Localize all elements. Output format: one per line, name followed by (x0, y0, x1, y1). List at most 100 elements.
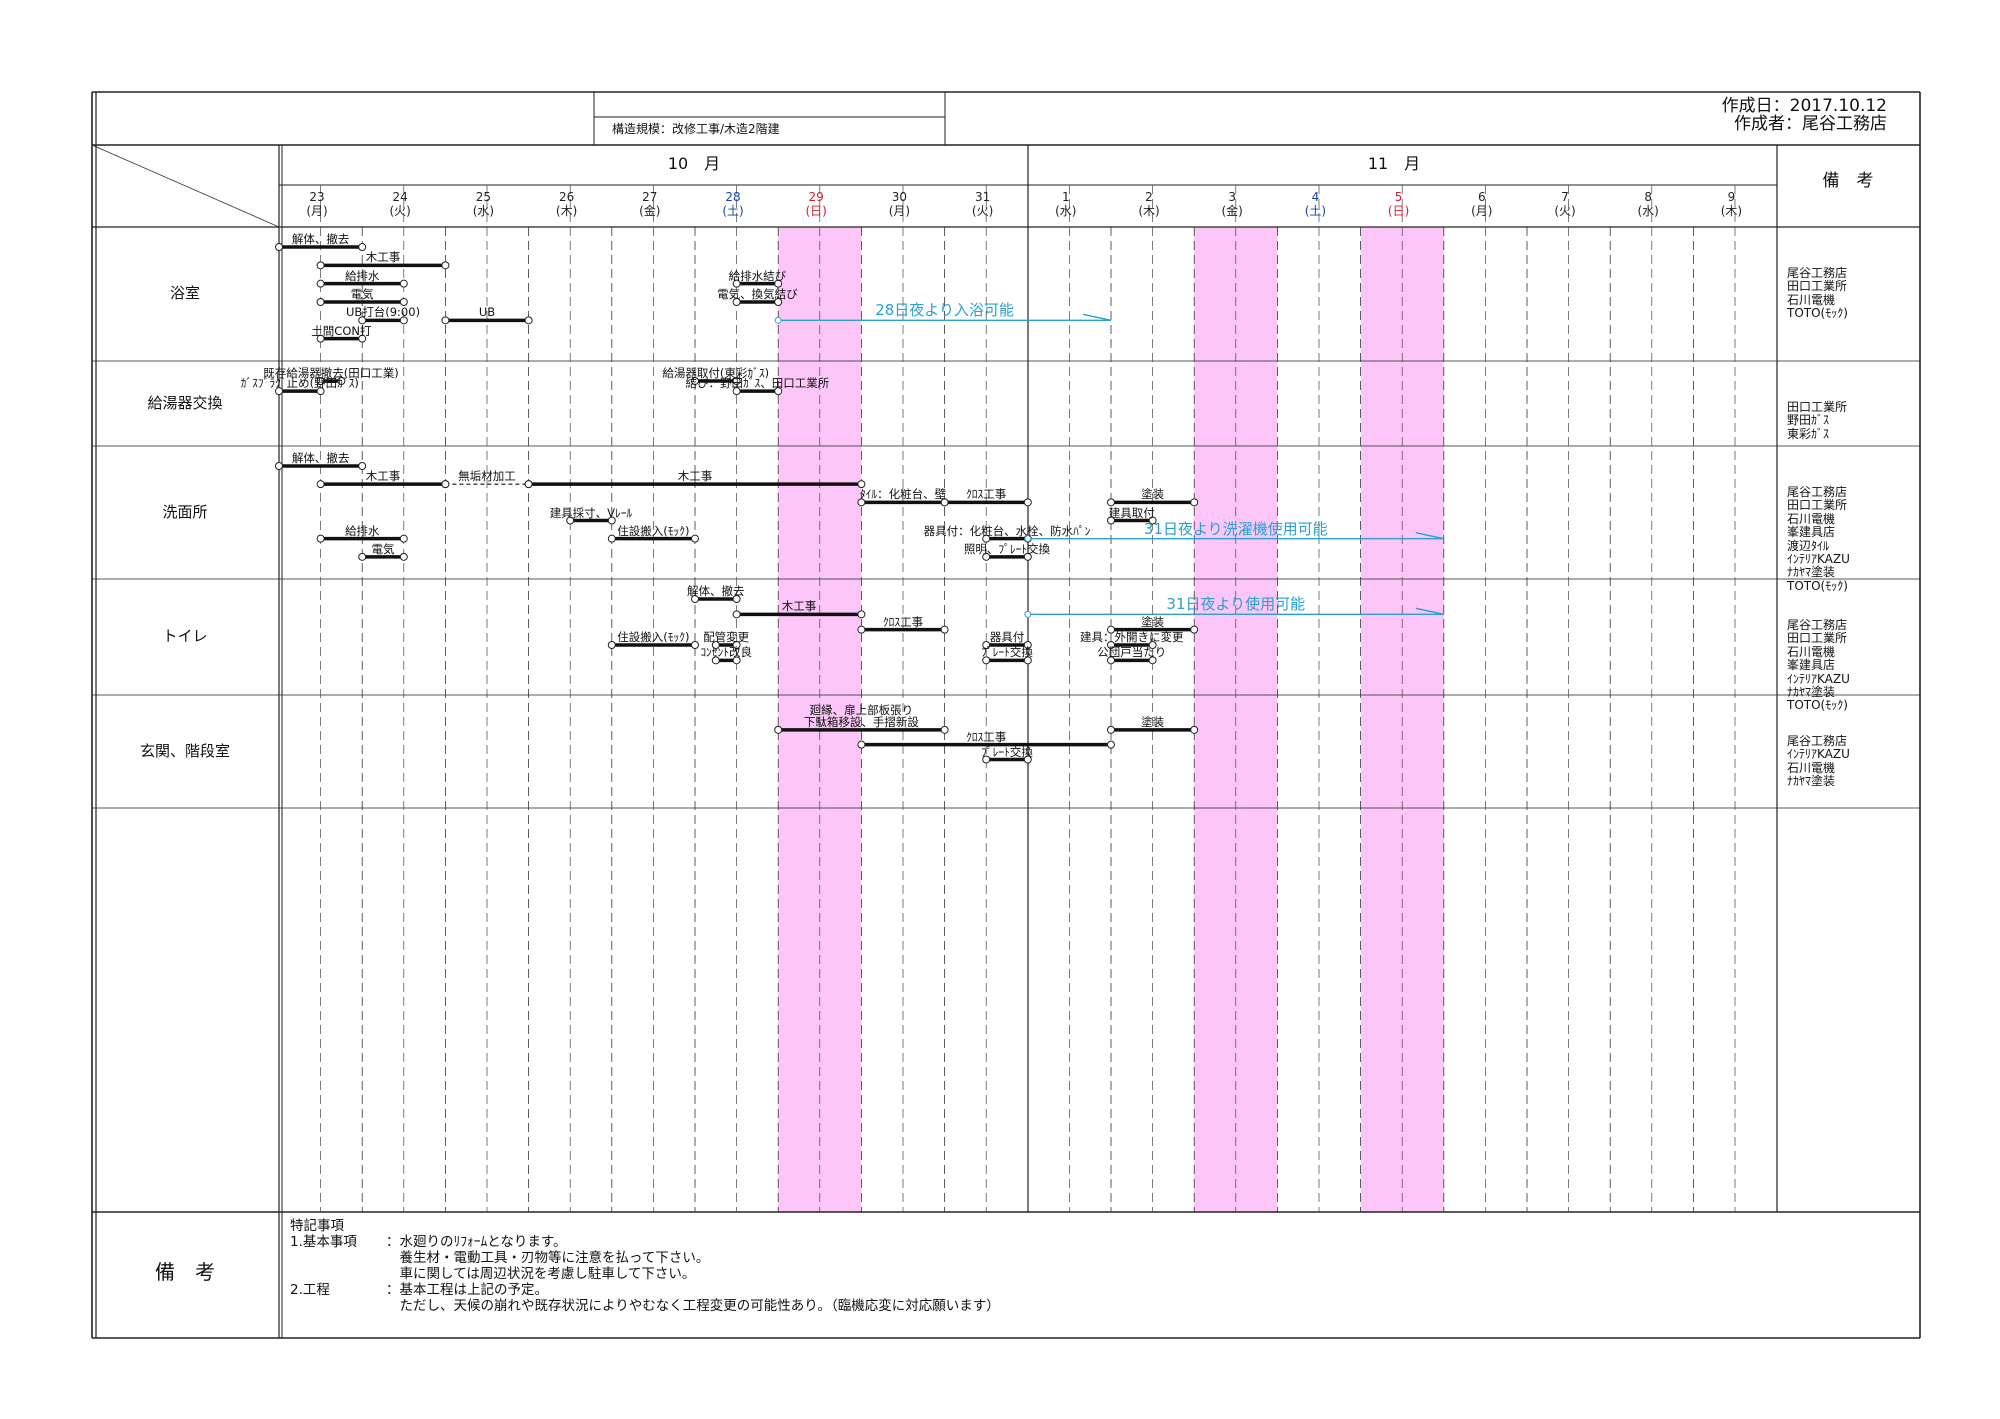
day-number: 25 (475, 190, 492, 204)
contractor-name: 尾谷工務店 (1787, 485, 1848, 499)
task-node (1023, 498, 1032, 507)
task-node (732, 641, 741, 649)
task-node (1023, 641, 1032, 649)
day-number: 27 (642, 190, 658, 204)
task-node (358, 334, 367, 343)
contractor-name: 石川電機 (1787, 644, 1836, 659)
contractor-name: 石川電機 (1787, 511, 1836, 526)
row-label: 玄関、階段室 (139, 741, 231, 760)
row-label: 洗面所 (162, 502, 208, 521)
task-node (441, 480, 450, 489)
task-label: ｶﾞｽﾌﾞﾗｸﾞ止め(野田ｶﾞｽ) (240, 376, 359, 391)
contractor-name: 野田ｶﾞｽ (1787, 413, 1830, 428)
day-number: 7 (1561, 190, 1569, 204)
task-node (982, 552, 991, 561)
task-label: 木工事 (365, 469, 401, 484)
contractor-name: 尾谷工務店 (1787, 734, 1848, 748)
day-number: 9 (1727, 190, 1736, 204)
milestone-start (774, 316, 782, 324)
task-node (691, 534, 699, 543)
task-node (566, 516, 575, 525)
contractor-name: ｲﾝﾃﾘｱKAZU (1787, 552, 1850, 566)
milestone-start (1024, 535, 1032, 543)
task-node (940, 725, 949, 734)
task-node (607, 534, 616, 543)
day-number: 28 (725, 190, 741, 204)
task-node (358, 552, 367, 561)
day-number: 8 (1644, 190, 1653, 204)
month-label-nov: 11 月 (1367, 154, 1421, 173)
task-node (1107, 516, 1115, 525)
contractor-name: 東彩ｶﾞｽ (1787, 426, 1830, 441)
task-node (275, 243, 283, 251)
task-label: 塗装 (1141, 487, 1165, 502)
task-label: 建具採寸、Vﾚｰﾙ (549, 505, 633, 520)
day-number: 6 (1477, 190, 1486, 204)
task-node (711, 656, 720, 665)
task-node (1107, 725, 1115, 734)
day-weekday: (水) (1055, 204, 1077, 218)
task-label: 無垢材加工 (458, 469, 516, 484)
task-node (275, 462, 283, 470)
notes-heading: 特記事項 (290, 1218, 344, 1234)
task-label: ﾌﾟﾚｰﾄ交換 (981, 645, 1033, 660)
task-node (691, 377, 699, 385)
task-node (732, 610, 741, 619)
contractor-name: ﾅｶﾔﾏ塗装 (1787, 565, 1836, 580)
task-label: 配管変更 (703, 630, 750, 644)
task-label: 器具付：化粧台、水栓、防水ﾊﾟﾝ (923, 523, 1091, 538)
contractor-name: 渡辺ﾀｲﾙ (1787, 538, 1830, 553)
created-by: 作成者：尾谷工務店 (1734, 114, 1887, 134)
header-diagonal (91, 144, 280, 228)
notes-title: 備 考 (155, 1260, 215, 1284)
task-label: ｸﾛｽ工事 (966, 487, 1007, 502)
day-number: 3 (1228, 190, 1237, 204)
task-node (358, 243, 367, 251)
day-number: 5 (1394, 190, 1403, 204)
day-weekday: (火) (1554, 204, 1576, 218)
task-label: 解体、撤去 (291, 232, 350, 246)
day-weekday: (土) (1304, 204, 1327, 218)
task-node (857, 625, 866, 634)
notes-line: 車に関しては周辺状況を考慮し駐車して下さい。 (386, 1266, 696, 1282)
day-weekday: (金) (1221, 204, 1243, 218)
task-label: 既存給湯器撤去(田口工業) (263, 366, 399, 380)
task-node (940, 625, 949, 634)
task-node (524, 316, 533, 325)
task-label: UB打台(9:00) (345, 305, 421, 320)
task-node (711, 641, 720, 649)
task-label: 給湯器取付(東彩ｶﾞｽ) (662, 366, 770, 380)
notes-line: ただし、天候の崩れや既存状況によりやむなく工程変更の可能性あり。（臨機応変に対応… (386, 1298, 1000, 1314)
task-node (1023, 656, 1032, 665)
task-label: 給排水 (344, 268, 380, 283)
task-node (982, 534, 991, 543)
contractor-name: 峯建具店 (1787, 525, 1836, 540)
row-label: 浴室 (169, 284, 201, 302)
milestone-label: 31日夜より洗濯機使用可能 (1143, 519, 1328, 538)
task-node (940, 498, 949, 507)
task-node (691, 595, 699, 603)
task-label: 住設搬入(ﾓｯｸ) (617, 630, 690, 644)
notes-line: 養生材・電動工具・刃物等に注意を払って下さい。 (386, 1250, 710, 1266)
task-label: ｺﾝｾﾝﾄ改良 (700, 645, 753, 660)
task-node (524, 480, 533, 489)
task-label: 塗装 (1141, 614, 1165, 629)
task-node (732, 595, 741, 603)
day-number: 29 (808, 190, 824, 204)
task-node (982, 656, 991, 665)
task-node (732, 656, 741, 665)
contractor-name: 峯建具店 (1787, 658, 1836, 673)
notes-item-label: 1.基本事項 (290, 1234, 357, 1250)
contractor-name: TOTO(ﾓｯｸ) (1787, 306, 1848, 321)
day-number: 23 (309, 190, 325, 204)
milestone-arrow-head (1415, 607, 1444, 616)
task-node (316, 377, 325, 385)
task-node (1148, 656, 1157, 665)
task-label: 給排水結び (728, 268, 787, 283)
task-node (1107, 498, 1115, 507)
task-node (1148, 516, 1157, 525)
task-node (316, 279, 325, 288)
day-number: 24 (392, 190, 408, 204)
task-label: 電気 (371, 541, 395, 556)
task-label: 木工事 (677, 469, 713, 484)
